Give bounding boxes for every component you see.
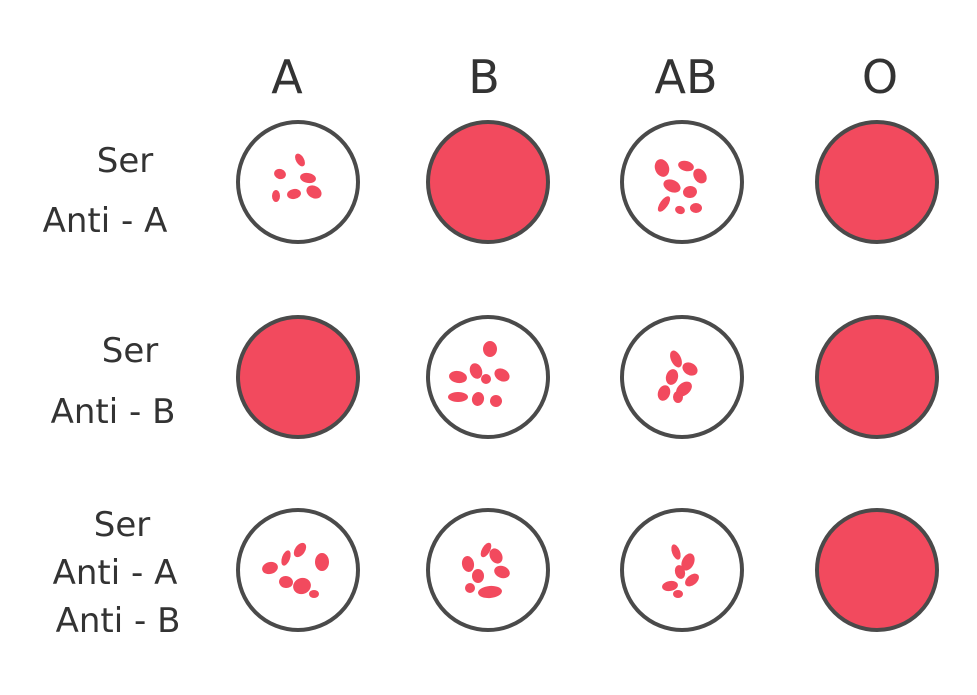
blood-clump	[472, 569, 484, 583]
blood-clump	[315, 553, 329, 571]
blood-clump	[674, 565, 686, 579]
agglutination-well	[426, 508, 550, 632]
blood-clump	[673, 391, 683, 403]
row-labels: Ser Anti - A Ser Anti - B Ser Anti - A A…	[43, 141, 181, 641]
well-row3-a	[236, 508, 360, 632]
blood-clump	[685, 573, 699, 587]
blood-clump	[465, 583, 475, 593]
blood-clump	[489, 548, 503, 564]
blood-clump	[690, 203, 702, 213]
uniform-blood-well	[426, 120, 550, 244]
blood-clump	[448, 392, 468, 402]
blood-clump	[281, 550, 291, 566]
blood-clump	[654, 159, 670, 177]
blood-clump	[657, 385, 671, 401]
blood-clump	[262, 561, 278, 575]
blood-clump	[673, 590, 683, 598]
blood-clump	[469, 363, 483, 379]
blood-clump	[481, 374, 491, 384]
blood-clump	[293, 577, 311, 595]
well-row2-o	[815, 315, 939, 439]
well-row1-ab	[620, 120, 744, 244]
blood-clump	[279, 575, 293, 589]
row-label-anti-a-ser: Ser	[97, 141, 154, 181]
well-row2-a	[236, 315, 360, 439]
blood-clump	[662, 580, 678, 592]
blood-clump	[274, 168, 286, 180]
row-label-both-anti-b: Anti - B	[56, 601, 181, 641]
uniform-blood-well	[815, 120, 939, 244]
column-labels: A B AB O	[271, 50, 898, 104]
blood-clump	[471, 392, 485, 406]
row-label-both-ser: Ser	[94, 505, 151, 545]
blood-clump	[663, 179, 681, 193]
blood-clump	[309, 590, 319, 598]
well-row3-ab	[620, 508, 744, 632]
well-row1-a	[236, 120, 360, 244]
uniform-blood-well	[815, 508, 939, 632]
uniform-blood-well	[236, 315, 360, 439]
blood-clump	[272, 190, 280, 202]
agglutination-well	[236, 120, 360, 244]
blood-clump	[300, 172, 316, 184]
blood-clump	[683, 185, 697, 199]
blood-clump	[675, 205, 685, 215]
test-wells	[236, 120, 939, 632]
blood-clump	[449, 370, 467, 384]
uniform-blood-well	[815, 315, 939, 439]
blood-clump	[671, 544, 681, 560]
well-row3-o	[815, 508, 939, 632]
well-row2-ab	[620, 315, 744, 439]
blood-clump	[494, 565, 510, 579]
blood-clump	[480, 542, 492, 558]
well-row1-o	[815, 120, 939, 244]
row-label-anti-a-name: Anti - A	[43, 201, 168, 241]
blood-clump	[693, 168, 707, 184]
row-label-both-anti-a: Anti - A	[53, 553, 178, 593]
blood-clump	[478, 585, 502, 599]
blood-clump	[461, 556, 475, 572]
blood-clump	[682, 362, 698, 376]
row-label-anti-b-ser: Ser	[102, 331, 159, 371]
column-label-ab: AB	[654, 50, 717, 104]
agglutination-well	[620, 120, 744, 244]
agglutination-well	[620, 315, 744, 439]
column-label-a: A	[271, 50, 303, 104]
blood-clump	[494, 368, 510, 382]
blood-clump	[681, 553, 695, 571]
blood-clump	[306, 185, 322, 199]
well-row3-b	[426, 508, 550, 632]
row-label-anti-b-name: Anti - B	[51, 392, 176, 432]
well-row2-b	[426, 315, 550, 439]
blood-clump	[490, 395, 502, 407]
well-row1-b	[426, 120, 550, 244]
blood-clump	[293, 542, 307, 558]
blood-clump	[678, 160, 694, 172]
blood-clump	[670, 350, 682, 368]
blood-clump	[665, 369, 679, 385]
column-label-o: O	[862, 50, 898, 104]
blood-clump	[295, 153, 305, 167]
agglutination-well	[236, 508, 360, 632]
blood-clump	[483, 341, 497, 357]
column-label-b: B	[468, 50, 500, 104]
blood-clump	[657, 196, 671, 212]
blood-clump	[287, 188, 301, 200]
